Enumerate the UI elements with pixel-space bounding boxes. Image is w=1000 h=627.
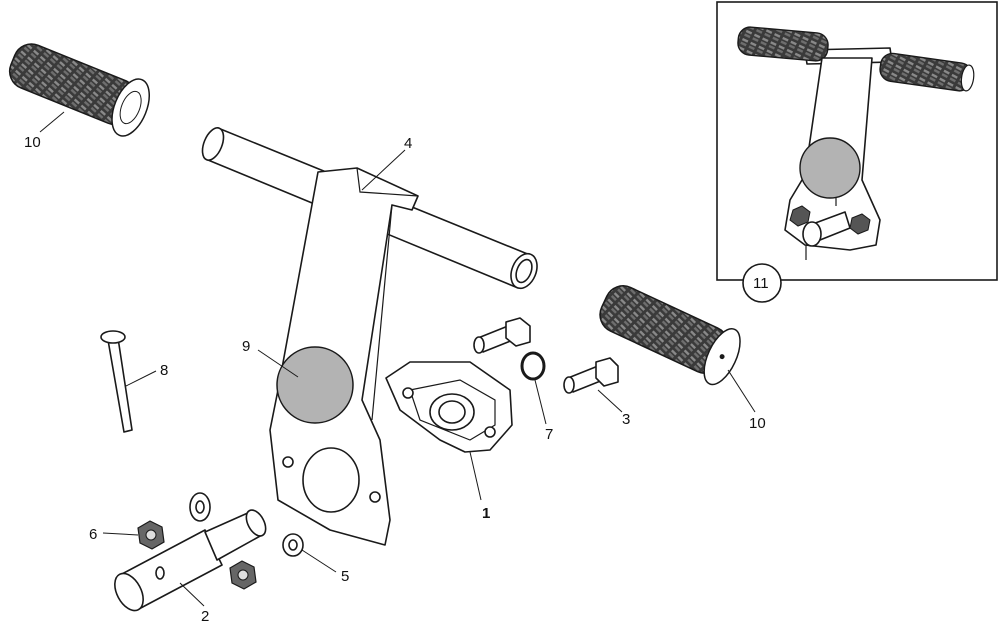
callout-10-left: 10 xyxy=(24,134,41,151)
part-10-left-grip xyxy=(8,43,150,137)
part-9-arm-plate xyxy=(269,167,419,546)
callout-3: 3 xyxy=(622,411,630,428)
callout-9: 9 xyxy=(242,338,250,355)
part-2-shaft xyxy=(114,509,267,612)
part-8-pin xyxy=(100,330,133,433)
part-3-bolts xyxy=(473,317,619,394)
callout-10-right: 10 xyxy=(749,415,766,432)
part-10-right-grip xyxy=(599,285,741,386)
callout-7: 7 xyxy=(545,426,553,443)
part-5-washers xyxy=(189,492,304,557)
callout-11: 11 xyxy=(753,275,769,292)
callout-4: 4 xyxy=(404,135,412,152)
callout-5: 5 xyxy=(341,568,349,585)
part-7-snap-ring xyxy=(520,351,546,381)
callout-circle-11 xyxy=(742,263,782,303)
assembled-view-inset xyxy=(716,1,998,303)
callout-6: 6 xyxy=(89,526,97,543)
callout-2: 2 xyxy=(201,608,209,625)
part-6-nuts xyxy=(137,520,257,590)
callout-8: 8 xyxy=(160,362,168,379)
part-1-bracket xyxy=(385,361,513,453)
callout-1: 1 xyxy=(482,505,490,522)
leader-lines xyxy=(39,111,756,607)
callout-labels: 10 4 9 8 1 7 3 10 5 6 2 11 xyxy=(24,134,769,625)
